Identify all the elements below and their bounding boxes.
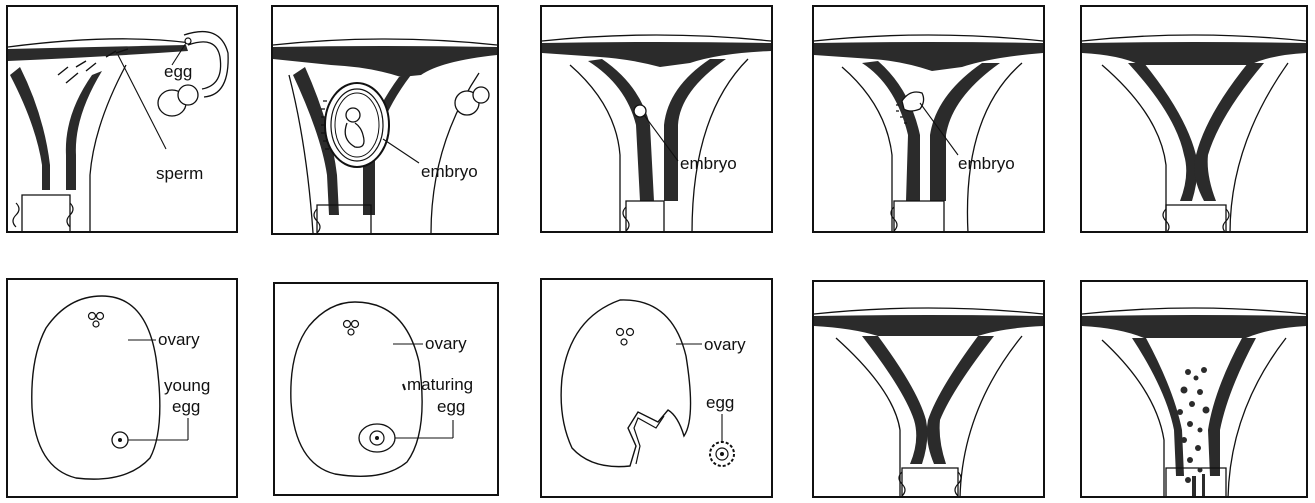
panel-ovary-young-svg: ovary young egg bbox=[6, 278, 238, 498]
panel-uterus-top-svg bbox=[1080, 5, 1308, 233]
panel-implantation-svg: embryo bbox=[540, 5, 773, 233]
label-embryo-3: embryo bbox=[680, 154, 737, 173]
panel-early-embryo-svg: embryo bbox=[812, 5, 1045, 233]
panel-menstruation bbox=[1080, 280, 1308, 498]
panel-ovary-maturing-svg: ovary maturing egg bbox=[273, 282, 499, 496]
label-ovary-2: ovary bbox=[425, 334, 467, 353]
label-maturing: maturing bbox=[407, 375, 473, 394]
label-egg: egg bbox=[164, 62, 192, 81]
panel-ovulation: ovary egg bbox=[540, 278, 773, 498]
label-embryo-4: embryo bbox=[958, 154, 1015, 173]
panel-pregnancy: embryo bbox=[271, 5, 499, 235]
panel-implantation: embryo bbox=[540, 5, 773, 233]
label-sperm: sperm bbox=[156, 164, 203, 183]
label-maturing-egg: egg bbox=[437, 397, 465, 416]
panel-ovary-maturing: ovary maturing egg bbox=[273, 282, 499, 496]
panel-ovary-young: ovary young egg bbox=[6, 278, 238, 498]
label-young: young bbox=[164, 376, 210, 395]
label-embryo: embryo bbox=[421, 162, 478, 181]
panel-early-embryo: embryo bbox=[812, 5, 1045, 233]
panel-menstruation-svg bbox=[1080, 280, 1308, 498]
panel-fertilization: egg sperm bbox=[6, 5, 238, 233]
panel-uterus-top bbox=[1080, 5, 1308, 233]
label-released-egg: egg bbox=[706, 393, 734, 412]
panel-fertilization-svg: egg sperm bbox=[6, 5, 238, 233]
label-young-egg: egg bbox=[172, 397, 200, 416]
label-ovary-1: ovary bbox=[158, 330, 200, 349]
panel-ovulation-svg: ovary egg bbox=[540, 278, 773, 498]
label-ovary-3: ovary bbox=[704, 335, 746, 354]
panel-uterus-thick-svg bbox=[812, 280, 1045, 498]
panel-pregnancy-svg: embryo bbox=[271, 5, 499, 235]
panel-uterus-thick bbox=[812, 280, 1045, 498]
